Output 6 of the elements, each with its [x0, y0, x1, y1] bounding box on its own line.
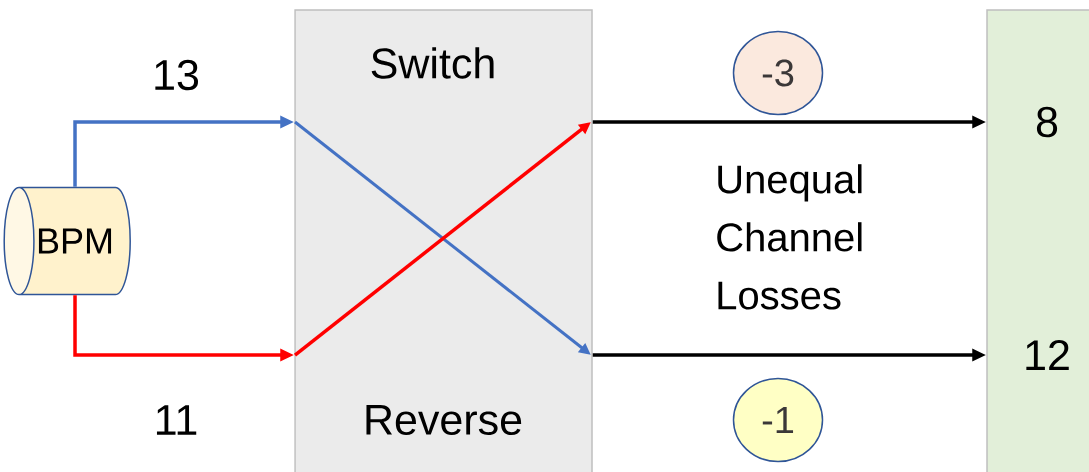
edge-label: 11	[151, 403, 201, 437]
edge-label: 13	[150, 57, 202, 93]
annotation-text: Unequal Channel Losses	[717, 164, 862, 310]
output-box: 8 12	[986, 9, 1089, 472]
switch-box: Switch Reverse	[294, 9, 593, 472]
cylinder-node: BPM	[3, 186, 131, 296]
